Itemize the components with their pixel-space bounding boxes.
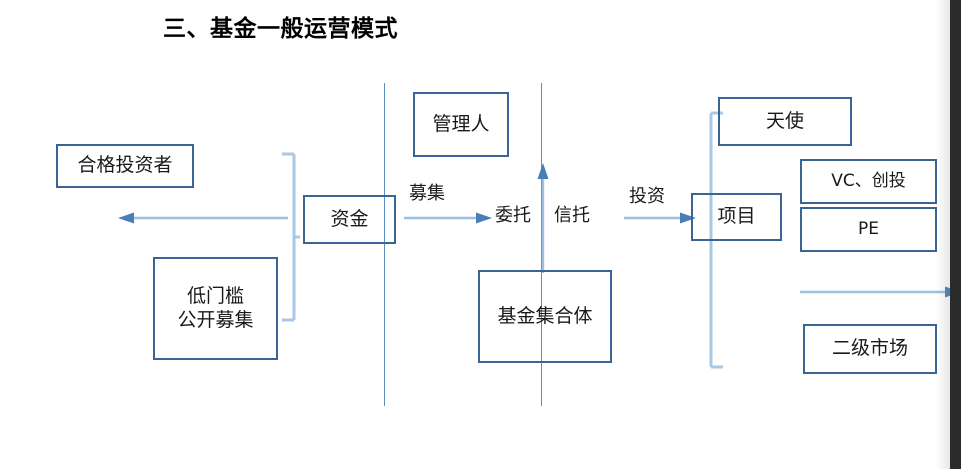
- node-pe[interactable]: PE: [800, 207, 937, 252]
- label-invest: 投资: [629, 186, 665, 206]
- node-secondary-market[interactable]: 二级市场: [803, 324, 937, 374]
- node-vc[interactable]: VC、创投: [800, 159, 937, 204]
- node-project[interactable]: 项目: [691, 193, 782, 241]
- trust-arrow: [537, 163, 549, 273]
- raise-arrow: [404, 212, 492, 224]
- label-raise: 募集: [409, 183, 445, 203]
- divider-line-left: [384, 83, 385, 406]
- page-title: 三、基金一般运营模式: [163, 15, 398, 42]
- node-fund-pool[interactable]: 基金集合体: [478, 270, 612, 363]
- investor-source-bracket: [278, 152, 300, 322]
- node-qualified-investor[interactable]: 合格投资者: [56, 144, 194, 188]
- node-manager[interactable]: 管理人: [413, 92, 509, 157]
- divider-line-right: [541, 83, 542, 406]
- label-trust: 信托: [554, 205, 590, 225]
- label-entrust: 委托: [495, 205, 531, 225]
- invest-arrow: [624, 212, 696, 224]
- right-edge-strip: [950, 0, 961, 469]
- node-capital[interactable]: 资金: [303, 195, 396, 244]
- node-angel[interactable]: 天使: [718, 97, 852, 146]
- return-to-investor-arrow: [118, 212, 288, 224]
- node-low-threshold-public-offering[interactable]: 低门槛 公开募集: [153, 257, 278, 360]
- edge-shadow: [936, 0, 950, 469]
